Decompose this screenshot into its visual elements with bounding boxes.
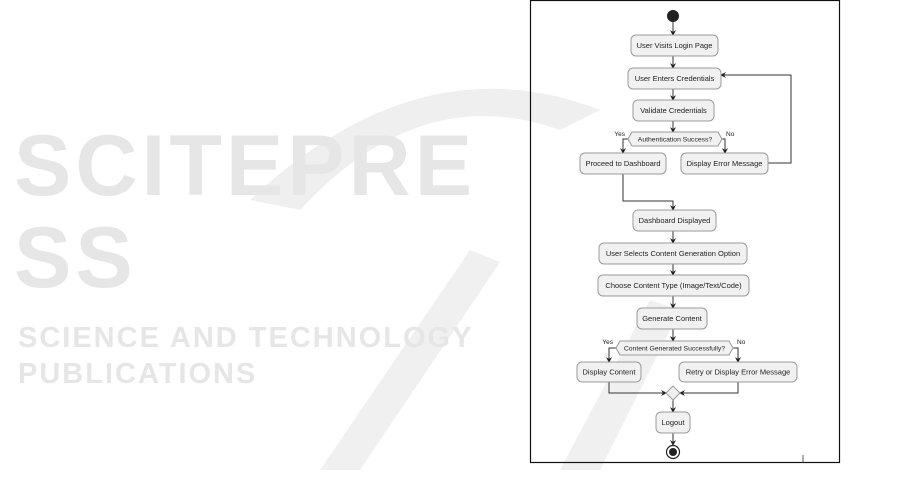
edges [606, 22, 792, 446]
node-enter-credentials: User Enters Credentials [627, 67, 722, 90]
merge-node [665, 385, 681, 401]
svg-text:Retry or Display Error Message: Retry or Display Error Message [686, 367, 791, 376]
node-dashboard-displayed: Dashboard Displayed [632, 209, 717, 232]
decision-authentication: Authentication Success? Yes No [614, 131, 735, 147]
node-logout: Logout [655, 411, 691, 434]
node-validate-credentials: Validate Credentials [632, 99, 715, 122]
node-generate-content: Generate Content [636, 307, 708, 330]
start-node [667, 10, 679, 22]
no-label: No [726, 131, 735, 138]
no-label: No [737, 339, 746, 346]
node-display-error: Display Error Message [680, 152, 769, 175]
svg-text:Authentication Success?: Authentication Success? [638, 136, 713, 143]
yes-label: Yes [602, 339, 613, 346]
svg-text:Display Content: Display Content [583, 367, 637, 376]
watermark-subtitle: SCIENCE AND TECHNOLOGY PUBLICATIONS [18, 322, 473, 390]
svg-text:Proceed to Dashboard: Proceed to Dashboard [585, 159, 660, 168]
node-proceed-dashboard: Proceed to Dashboard [579, 152, 667, 175]
svg-text:Generate Content: Generate Content [642, 314, 703, 323]
decision-content-generated: Content Generated Successfully? Yes No [602, 339, 746, 356]
watermark-title: SCITEPRESS [14, 118, 477, 306]
diagram-frame [529, 0, 841, 464]
svg-text:Content Generated Successfully: Content Generated Successfully? [624, 345, 725, 352]
svg-text:User Enters Credentials: User Enters Credentials [635, 74, 715, 83]
end-node [665, 444, 681, 460]
svg-text:Display Error Message: Display Error Message [687, 159, 763, 168]
node-choose-type: Choose Content Type (Image/Text/Code) [597, 274, 750, 297]
svg-text:Dashboard Displayed: Dashboard Displayed [639, 216, 711, 225]
node-display-content: Display Content [576, 361, 642, 383]
node-visit-login: User Visits Login Page [630, 34, 719, 57]
svg-text:User Visits Login Page: User Visits Login Page [637, 41, 713, 50]
svg-text:Logout: Logout [662, 418, 686, 427]
svg-text:Choose Content Type (Image/Tex: Choose Content Type (Image/Text/Code) [605, 281, 742, 290]
yes-label: Yes [614, 131, 625, 138]
svg-text:Validate Credentials: Validate Credentials [640, 106, 707, 115]
node-retry: Retry or Display Error Message [678, 361, 798, 383]
svg-text:User Selects Content Generatio: User Selects Content Generation Option [606, 249, 740, 258]
node-select-option: User Selects Content Generation Option [598, 242, 748, 265]
